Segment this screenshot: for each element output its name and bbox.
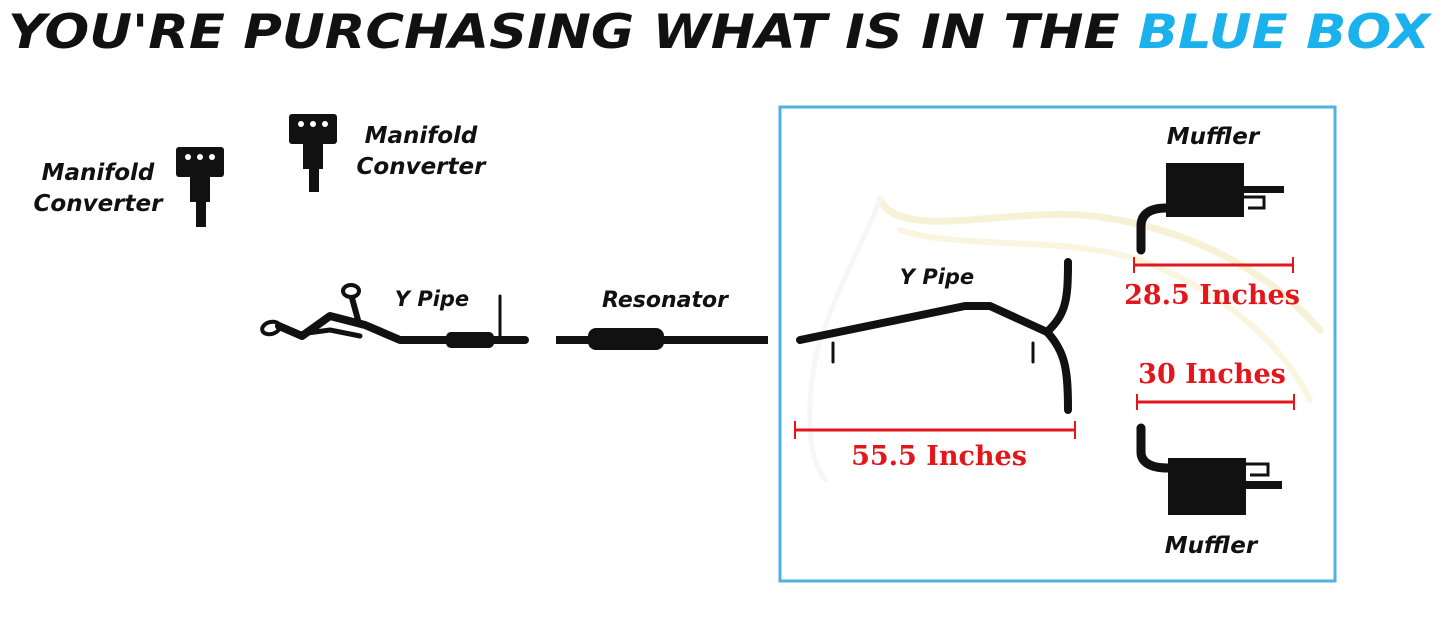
headline-text: YOU'RE PURCHASING WHAT IS IN THE BLUE BO… — [8, 5, 1433, 60]
rear-y-pipe-label: Y Pipe — [900, 265, 974, 289]
blue-box — [778, 105, 1337, 583]
muffler-top-icon — [1136, 163, 1284, 255]
muffler-bottom-label: Muffler — [1165, 533, 1259, 559]
manifold-left-label-line2: Converter — [34, 191, 165, 217]
rear-y-pipe-icon — [796, 258, 1072, 414]
manifold-converter-right-icon — [289, 114, 337, 192]
manifold-right-label-line1: Manifold — [365, 123, 478, 149]
measure-y-pipe-text: 55.5 Inches — [851, 441, 1027, 472]
watermark-horse-logo — [807, 196, 1324, 483]
headline-main: YOU'RE PURCHASING WHAT IS IN THE — [8, 5, 1138, 60]
muffler-top-label: Muffler — [1167, 124, 1261, 150]
front-y-pipe-icon — [260, 283, 529, 348]
manifold-left-label-line1: Manifold — [42, 160, 155, 186]
headline-highlight: BLUE BOX — [1138, 5, 1433, 60]
resonator-icon — [556, 328, 768, 350]
resonator-label: Resonator — [602, 288, 729, 313]
measure-line-muffler-bottom — [1136, 394, 1295, 410]
measure-line-y-pipe — [794, 421, 1076, 439]
measure-muffler-top-text: 28.5 Inches — [1124, 280, 1300, 311]
muffler-bottom-icon — [1136, 423, 1282, 515]
manifold-converter-left-icon — [176, 147, 224, 227]
front-y-pipe-label: Y Pipe — [395, 287, 469, 311]
measure-muffler-bottom-text: 30 Inches — [1138, 359, 1286, 390]
measure-line-muffler-top — [1133, 257, 1294, 273]
headline: YOU'RE PURCHASING WHAT IS IN THE BLUE BO… — [8, 2, 1438, 62]
manifold-right-label-line2: Converter — [357, 154, 488, 180]
